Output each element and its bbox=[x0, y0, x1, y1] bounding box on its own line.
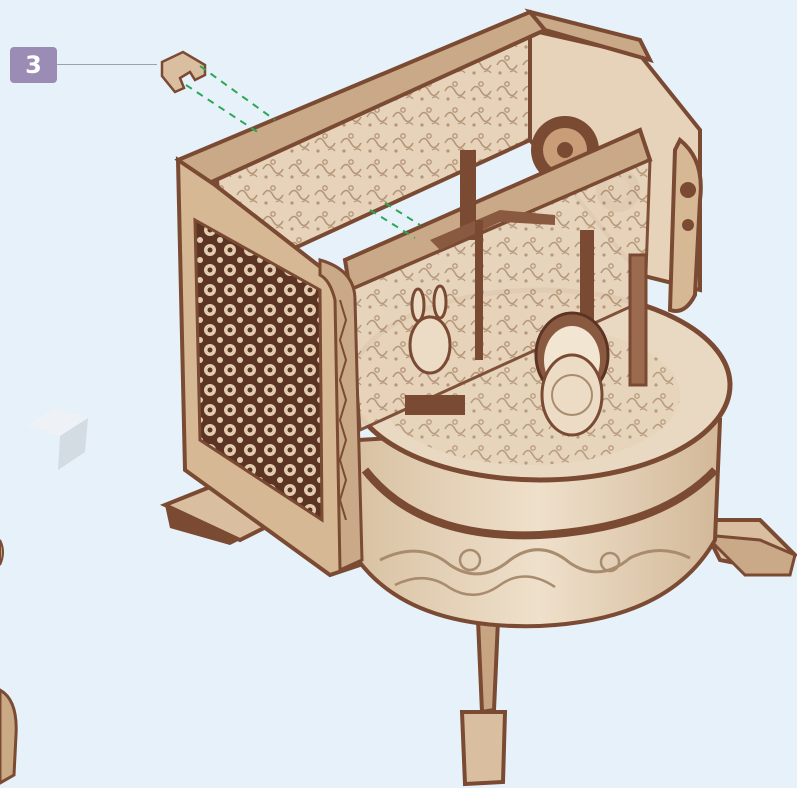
u-connector-part bbox=[162, 52, 205, 92]
adjacent-part-fragment bbox=[0, 540, 16, 783]
right-ornament-panel bbox=[670, 140, 701, 311]
rotation-direction-arrow bbox=[27, 408, 88, 470]
pocket-watch-figure bbox=[536, 313, 608, 435]
leg-front bbox=[462, 620, 505, 784]
